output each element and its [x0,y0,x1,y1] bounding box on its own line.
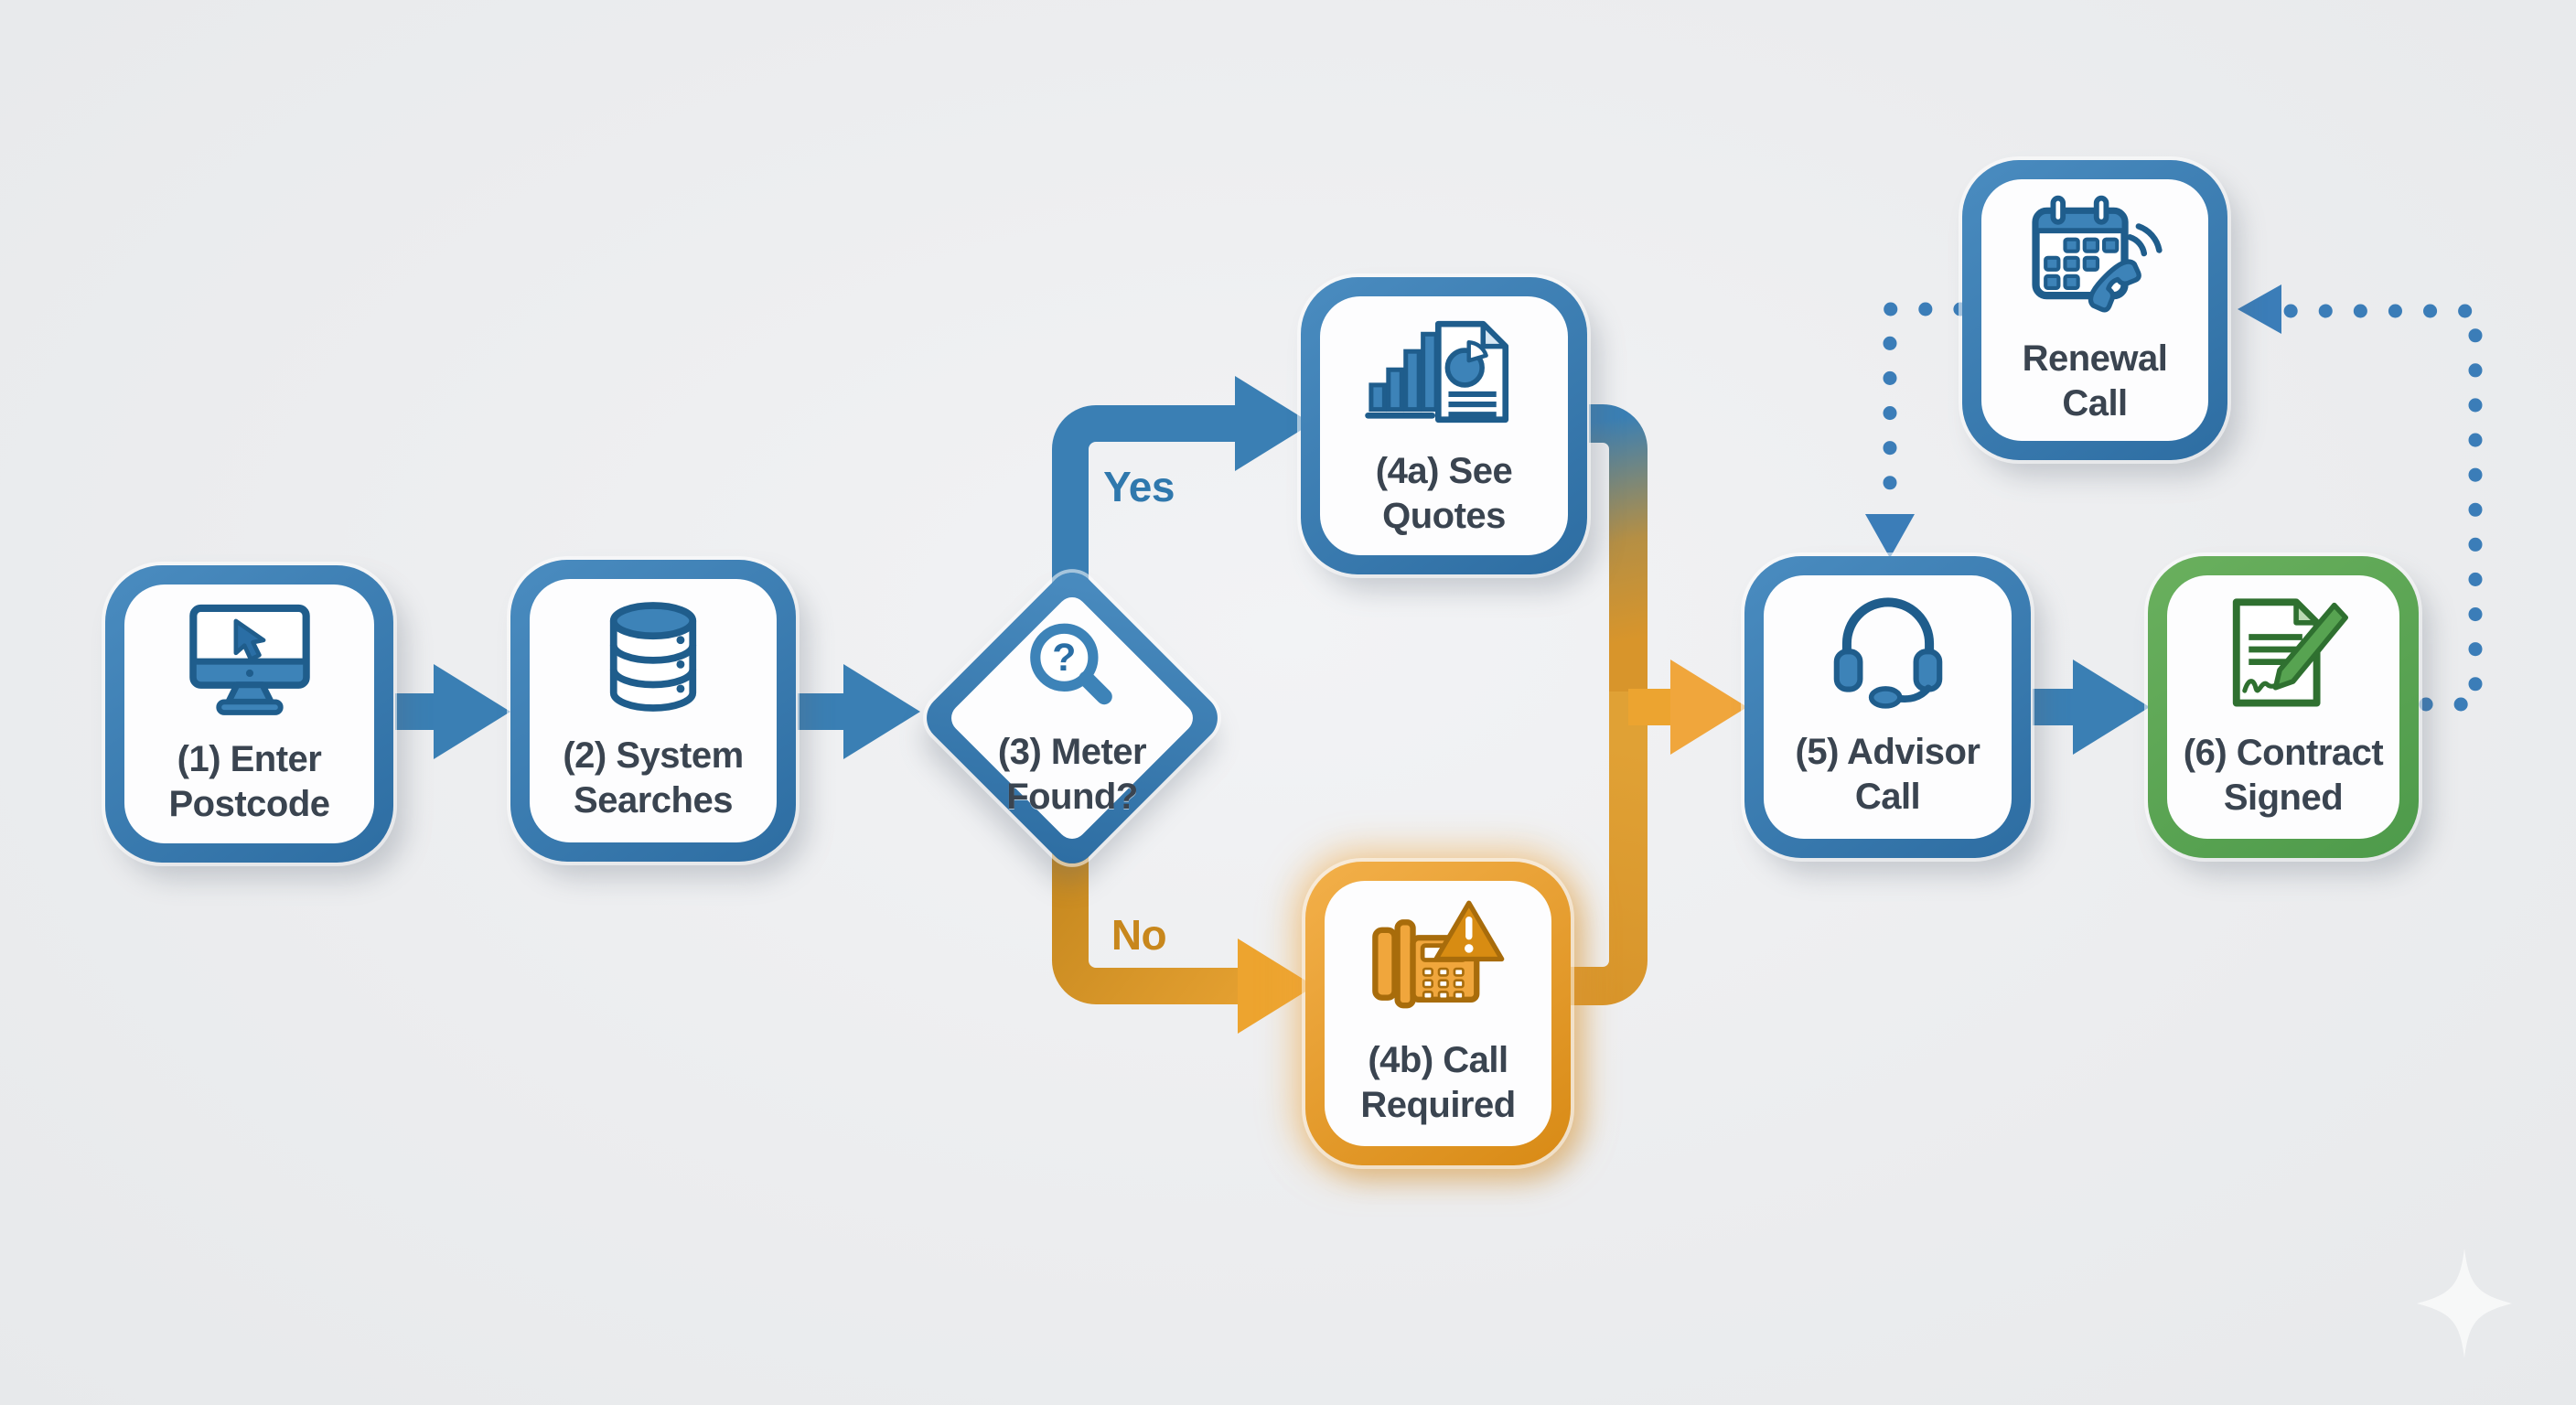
edge-no-line [1052,814,1241,1004]
edge-2-3-arrowhead [843,664,920,759]
database-icon [609,602,697,713]
node-advisor-call-label: (5) Advisor Call [1795,732,1980,817]
edge-yes-arrowhead [1235,376,1312,471]
edge-merge-5-arrowhead [1670,660,1747,755]
node-advisor-call: (5) Advisor Call [1744,556,2031,858]
edge-renewal-5-arrowhead [1865,514,1915,558]
node-meter-found: ? (3) Meter Found? [917,563,1228,874]
branch-label-no: No [1111,911,1167,959]
contract-pen-icon [2232,598,2348,707]
node-call-required: (4b) Call Required [1305,862,1571,1165]
node-contract-signed: (6) Contract Signed [2148,556,2419,858]
edge-5-6-arrowhead [2073,660,2150,755]
calendar-phone-icon [2032,195,2163,313]
edge-no-arrowhead [1238,938,1315,1034]
node-call-required-label: (4b) Call Required [1360,1040,1516,1125]
monitor-cursor-icon [188,604,310,715]
bar-chart-report-icon [1364,320,1508,423]
node-renewal-call-label: Renewal Call [2022,338,2168,424]
node-renewal-call: Renewal Call [1962,160,2227,460]
node-enter-postcode-label: (1) Enter Postcode [168,738,330,824]
sparkle-watermark-icon [2417,1249,2512,1358]
edge-6-renewal-dotted [2272,304,2483,712]
phone-warning-icon [1372,900,1505,1009]
branch-label-yes: Yes [1103,463,1175,510]
edge-4a-merge-line [1583,404,1648,724]
edge-renewal-5-dotted [1883,302,1968,521]
edge-4b-merge-line [1567,692,1648,1005]
headset-icon [1833,597,1942,709]
node-system-searches-label: (2) System Searches [563,735,744,820]
node-system-searches: (2) System Searches [510,560,796,862]
node-see-quotes: (4a) See Quotes [1301,277,1587,574]
edge-yes-line [1052,405,1239,604]
edge-1-2-arrowhead [434,664,510,759]
node-meter-found-label: (3) Meter Found? [997,732,1147,817]
svg-text:?: ? [1052,636,1076,680]
search-question-icon: ? [1030,623,1112,705]
node-contract-signed-label: (6) Contract Signed [2183,733,2384,818]
node-see-quotes-label: (4a) See Quotes [1375,450,1513,536]
edge-6-renewal-arrowhead [2238,284,2281,334]
node-enter-postcode: (1) Enter Postcode [105,565,393,863]
